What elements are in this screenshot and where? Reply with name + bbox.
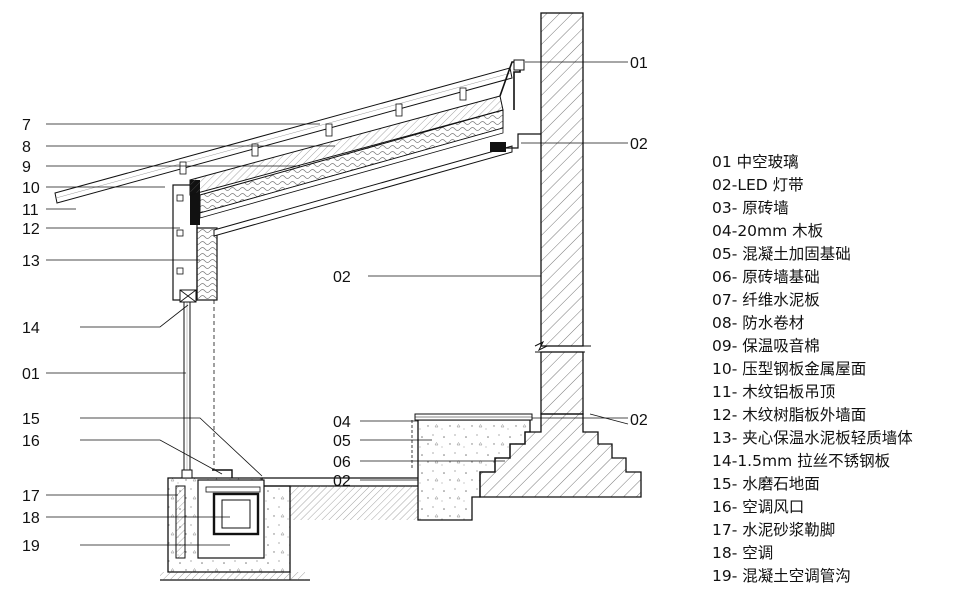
callout-02-floor: 02 (333, 473, 351, 490)
legend-item: 17- 水泥砂浆勒脚 (712, 521, 836, 539)
callout-19: 19 (22, 538, 40, 555)
callout-17: 17 (22, 488, 40, 505)
glass-wall (181, 299, 215, 479)
legend-item: 10- 压型钢板金属屋面 (712, 360, 867, 378)
roof-assembly (54, 59, 541, 237)
legend-item: 09- 保温吸音棉 (712, 337, 820, 355)
ac-trench (167, 469, 291, 573)
callout-8: 8 (22, 139, 31, 156)
callout-11: 11 (22, 202, 39, 219)
legend-item: 01 中空玻璃 (712, 153, 799, 171)
callout-02-right-low: 02 (630, 412, 648, 429)
legend-item: 11- 木纹铝板吊顶 (712, 383, 836, 401)
callout-02-right: 02 (630, 136, 648, 153)
concrete-foundation (411, 413, 533, 521)
legend-item: 05- 混凝土加固基础 (712, 245, 851, 263)
floor-slab (160, 477, 418, 581)
legend-item: 12- 木纹树脂板外墙面 (712, 406, 867, 424)
callout-labels: 7 8 9 10 11 12 13 14 01 15 16 17 18 19 0… (22, 55, 648, 555)
callout-13: 13 (22, 253, 40, 270)
callout-7: 7 (22, 117, 31, 134)
legend-item: 07- 纤维水泥板 (712, 291, 820, 309)
legend-item: 03- 原砖墙 (712, 199, 789, 217)
callout-10: 10 (22, 180, 40, 197)
callout-02-mid: 02 (333, 269, 351, 286)
legend-item: 02-LED 灯带 (712, 176, 804, 194)
legend-item: 13- 夹心保温水泥板轻质墙体 (712, 429, 913, 447)
callout-18: 18 (22, 510, 40, 527)
callout-14: 14 (22, 320, 40, 337)
legend-item: 06- 原砖墙基础 (712, 268, 820, 286)
brick-wall (479, 12, 642, 498)
callout-12: 12 (22, 221, 40, 238)
callout-05: 05 (333, 433, 351, 450)
legend-item: 16- 空调风口 (712, 498, 805, 516)
callout-01-right: 01 (630, 55, 648, 72)
legend-item: 08- 防水卷材 (712, 314, 805, 332)
upper-wall-block (172, 180, 218, 303)
leader-lines (46, 61, 629, 546)
callout-04: 04 (333, 414, 351, 431)
legend-item: 19- 混凝土空调管沟 (712, 567, 851, 585)
legend-item: 14-1.5mm 拉丝不锈钢板 (712, 452, 891, 470)
legend-item: 15- 水磨石地面 (712, 475, 820, 493)
callout-9: 9 (22, 159, 31, 176)
callout-16: 16 (22, 433, 40, 450)
callout-01-left: 01 (22, 366, 40, 383)
material-legend: 01 中空玻璃 02-LED 灯带 03- 原砖墙 04-20mm 木板 05-… (712, 151, 913, 588)
legend-item: 18- 空调 (712, 544, 774, 562)
legend-item: 04-20mm 木板 (712, 222, 824, 240)
callout-06: 06 (333, 454, 351, 471)
callout-15: 15 (22, 411, 40, 428)
